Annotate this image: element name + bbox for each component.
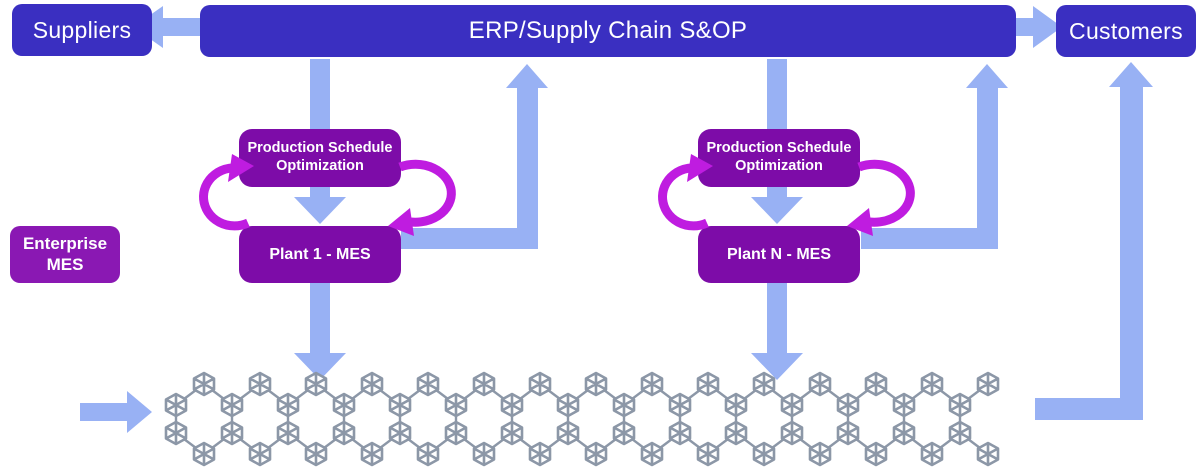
plant1-to-blockchain-arrow-icon (294, 283, 346, 380)
erp-supply-chain-node: ERP/Supply Chain S&OP (200, 5, 1016, 57)
blockchain-to-customers-arrow-icon (1035, 62, 1153, 420)
blockchain-band-icon (164, 371, 1000, 467)
plantN-to-blockchain-arrow-icon (751, 283, 803, 380)
suppliers-label: Suppliers (32, 16, 132, 43)
plant-n-mes-label: Plant N - MES (726, 245, 831, 263)
production-schedule-optimization-right-node: Production Schedule Optimization (698, 129, 860, 187)
enterprise-mes-label: Enterprise MES (22, 233, 108, 274)
plantN-to-erp-arrow-icon (861, 64, 1008, 249)
plant-1-mes-node: Plant 1 - MES (239, 226, 401, 283)
inbound-to-blockchain-arrow-icon (80, 391, 152, 433)
customers-node: Customers (1056, 5, 1196, 57)
plant1-to-erp-arrow-icon (401, 64, 548, 249)
production-schedule-optimization-left-node: Production Schedule Optimization (239, 129, 401, 187)
customers-label: Customers (1069, 17, 1183, 44)
enterprise-mes-node: Enterprise MES (10, 226, 120, 283)
suppliers-node: Suppliers (12, 4, 152, 56)
plant-n-mes-node: Plant N - MES (698, 226, 860, 283)
plant-1-mes-label: Plant 1 - MES (269, 245, 371, 263)
erp-label: ERP/Supply Chain S&OP (468, 17, 748, 45)
pso-left-label: Production Schedule Optimization (247, 140, 393, 174)
pso-right-label: Production Schedule Optimization (706, 140, 852, 174)
